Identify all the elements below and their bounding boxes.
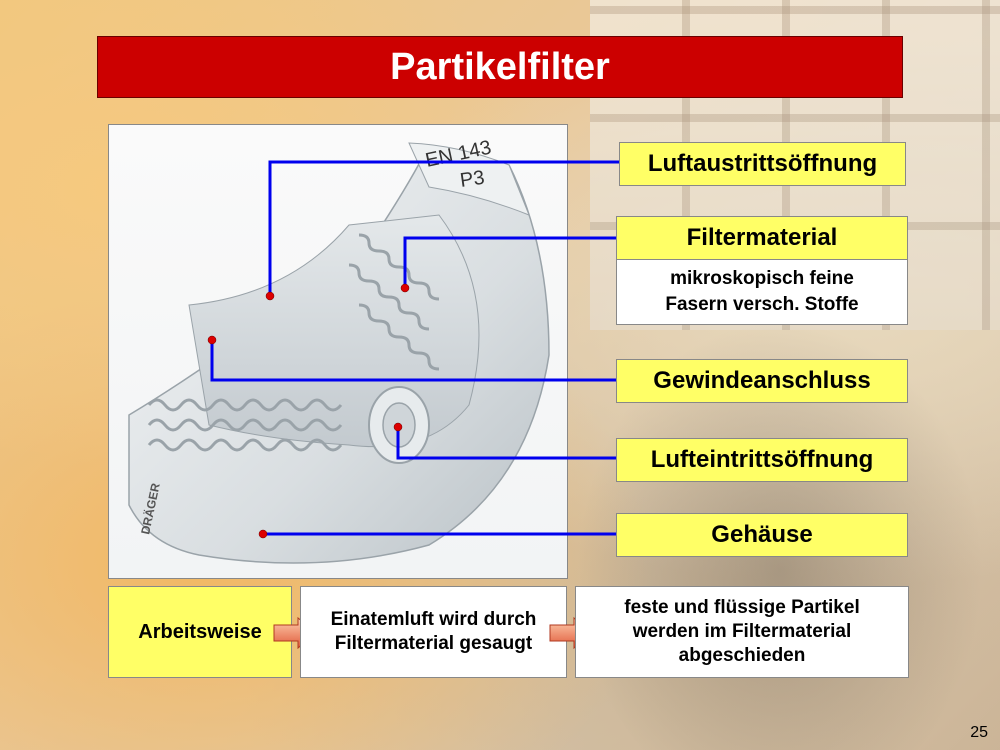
filter-cutaway-image: EN 143 P3 DRÄGER [108,124,568,579]
label-lufteintritt: Lufteintrittsöffnung [616,438,908,482]
flow-step-arbeitsweise: Arbeitsweise [108,586,292,678]
label-gehaeuse: Gehäuse [616,513,908,557]
label-luftaustritt: Luftaustrittsöffnung [619,142,906,186]
filter-illustration: EN 143 P3 DRÄGER [128,136,550,564]
label-filtermaterial: Filtermaterial [616,216,908,260]
filtermaterial-description: mikroskopisch feine Fasern versch. Stoff… [616,259,908,325]
page-title: Partikelfilter [97,36,903,98]
flow-step-2-line-1: feste und flüssige Partikel [624,597,860,618]
filtermaterial-desc-line-1: mikroskopisch feine [670,268,854,289]
flow-step-ansaugen: Einatemluft wird durch Filtermaterial ge… [300,586,567,678]
flow-step-2-line-2: werden im Filtermaterial [632,621,852,642]
stamp-line-2: P3 [459,167,486,192]
flow-step-1-line-1: Einatemluft wird durch [330,609,537,630]
filtermaterial-desc-line-2: Fasern versch. Stoffe [665,294,859,315]
page-number: 25 [970,724,988,741]
flow-step-2-line-3: abgeschieden [678,645,806,666]
flow-step-abscheiden: feste und flüssige Partikel werden im Fi… [575,586,909,678]
flow-step-1-line-2: Filtermaterial gesaugt [334,633,533,654]
label-gewinde: Gewindeanschluss [616,359,908,403]
